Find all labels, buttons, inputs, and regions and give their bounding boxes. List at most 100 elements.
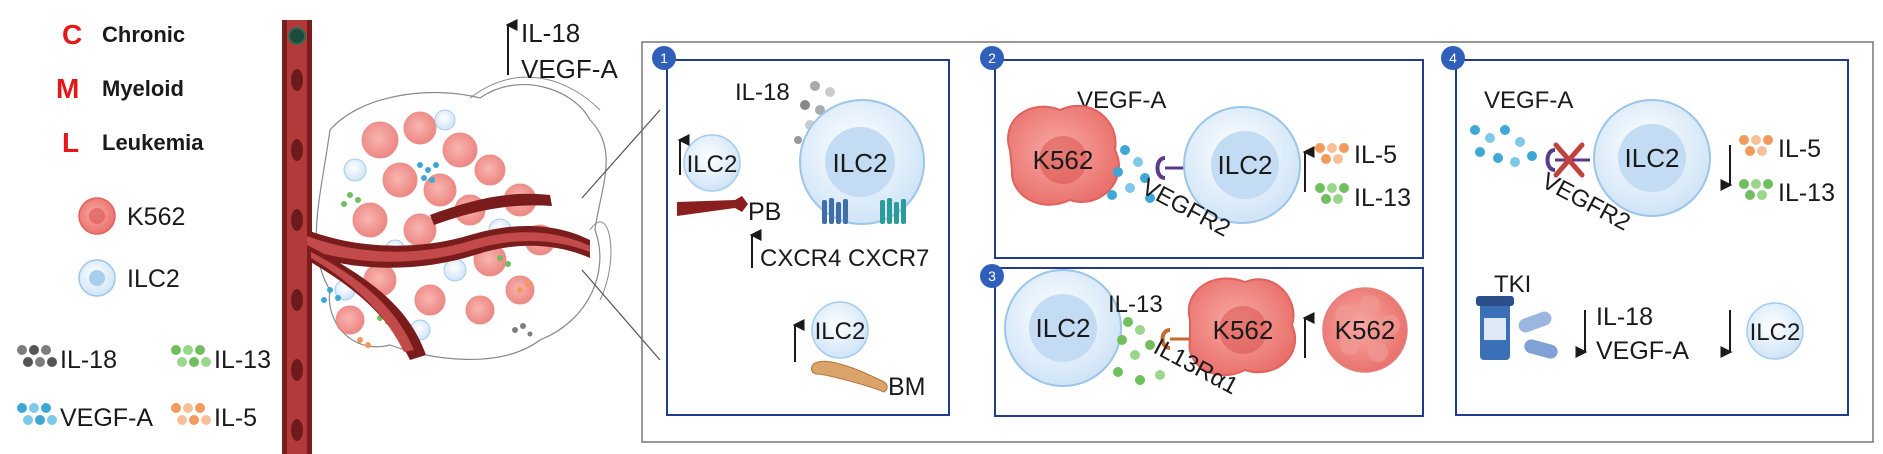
panel-1-ilc2-nucleus [825, 127, 895, 197]
panel-1-pb: PB [748, 198, 781, 226]
legend-il5-label: IL-5 [214, 404, 257, 432]
panel-1-border [666, 59, 950, 416]
panel-4-il5-dots [1739, 135, 1773, 156]
panel-4-number: 4 [1449, 50, 1457, 66]
vessel-branch-small [430, 193, 552, 225]
panel-3-il13: IL-13 [1108, 291, 1163, 318]
panel-2-ilc2: ILC2 [1218, 150, 1273, 180]
panel-4-vegfa: VEGF-A [1484, 87, 1573, 114]
vessel-main-lumen [287, 20, 307, 454]
panel-3-k562-out: K562 [1335, 315, 1396, 345]
panel-3-ilc2-nucleus [1029, 294, 1097, 362]
panel-4-block-x-icon [1553, 142, 1585, 178]
panel-1-ilc2-c: ILC2 [815, 318, 866, 345]
panel-3-k562: K562 [1213, 315, 1274, 345]
panel-4-down-ilc2: ILC2 [1750, 319, 1801, 346]
vegfa-dots-icon [17, 403, 57, 425]
legend-k562-label: K562 [127, 203, 185, 231]
panel-2-k562-nucleus [1039, 136, 1087, 184]
panel-4-pill-bottle-icon [1476, 296, 1514, 360]
panel-2-ilc2-nucleus [1211, 131, 1279, 199]
acronym-word-leukemia: Leukemia [102, 130, 204, 155]
panel-4-tki: TKI [1494, 271, 1531, 298]
panel-2-il13-dots [1315, 183, 1349, 204]
blood-vessel [282, 20, 590, 454]
panel-3-k562-nucleus [1219, 306, 1267, 354]
panel-3-badge [980, 264, 1004, 288]
panel-1: 1 IL-18 ILC2 ILC2 PB CXCR4 CXCR7 ILC2 [652, 46, 950, 416]
tumor-k562-cells [335, 111, 556, 335]
acronym-word-chronic: Chronic [102, 22, 185, 47]
zoom-line-top [581, 109, 661, 199]
panel-3-il13ra1-receptor-icon [1160, 328, 1171, 350]
vessel-rbc [291, 69, 303, 441]
legend-il13-label: IL-13 [214, 346, 271, 374]
panel-4-pills-icon [1518, 311, 1558, 359]
zoom-line-bottom [581, 269, 661, 361]
panel-2-il5-dots [1315, 143, 1349, 164]
panel-1-bm: BM [888, 373, 926, 401]
legend: C Chronic M Myeloid L Leukemia K562 ILC2… [17, 19, 271, 432]
panel-1-ilc2-bm-cell [811, 301, 869, 359]
panel-2-il5: IL-5 [1354, 141, 1397, 169]
panel-2-il13: IL-13 [1354, 184, 1411, 212]
k562-nucleus-icon [89, 208, 105, 224]
panel-2-badge [980, 46, 1004, 70]
panel-4-il5: IL-5 [1778, 135, 1821, 163]
vessel-cross-section [288, 27, 306, 45]
tumor-up-il18: IL-18 [521, 18, 580, 48]
panel-2-k562: K562 [1033, 145, 1094, 175]
panel-1-pb-vessel-icon [677, 196, 748, 216]
panel-4-ilc2-small-cell [1746, 302, 1804, 360]
panel-1-ilc2-small-cell [683, 134, 741, 192]
il13-dots-icon [171, 345, 211, 367]
acronym-letter-l: L [62, 127, 79, 158]
panel-2: 2 VEGF-A K562 ILC2 VEGFR2 IL-5 IL-13 [980, 46, 1424, 259]
acronym-letter-m: M [56, 73, 79, 104]
legend-cytokines: IL-18 IL-13 VEGF-A IL-5 [17, 345, 271, 432]
panel-4: 4 VEGF-A ILC2 VEGFR2 IL-5 IL-13 TKI [1441, 46, 1849, 416]
panel-1-il18: IL-18 [735, 79, 790, 106]
legend-ilc2-label: ILC2 [127, 265, 180, 293]
acronym-word-myeloid: Myeloid [102, 76, 184, 101]
panel-3-il13-dots [1113, 317, 1165, 385]
legend-ilc2: ILC2 [78, 259, 180, 297]
panel-4-badge [1441, 46, 1465, 70]
panel-4-ilc2: ILC2 [1625, 143, 1680, 173]
tumor-up-vegfa: VEGF-A [521, 54, 618, 84]
panel-1-cxcr7-receptor-icon [880, 198, 906, 224]
acronym-letter-c: C [62, 19, 82, 50]
panel-3-ilc2: ILC2 [1036, 313, 1091, 343]
legend-il18-label: IL-18 [60, 346, 117, 374]
panel-4-down-vegfa: VEGF-A [1596, 337, 1689, 365]
panel-4-down-il18: IL-18 [1596, 303, 1653, 331]
panel-4-ilc2-nucleus [1618, 124, 1686, 192]
panel-3: 3 ILC2 IL-13 K562 IL13Rα1 K562 [980, 264, 1424, 417]
panel-2-vegfr2-receptor-icon [1155, 156, 1166, 180]
panel-4-il13-dots [1739, 179, 1773, 200]
panel-1-number: 1 [660, 50, 668, 66]
panel-1-ilc2-b: ILC2 [833, 148, 888, 178]
tumor-boundary-detail [469, 76, 612, 301]
legend-k562: K562 [78, 197, 185, 235]
il18-dots-icon [17, 345, 57, 367]
panel-4-il13: IL-13 [1778, 179, 1835, 207]
panel-2-vegfa-dots [1107, 145, 1155, 203]
panel-4-vegfa-dots [1470, 125, 1537, 167]
ilc2-nucleus-icon [89, 270, 105, 286]
panels-frame [641, 41, 1874, 443]
panel-3-number: 3 [988, 268, 996, 284]
panel-1-receptors: CXCR4 CXCR7 [760, 245, 929, 272]
panel-4-vegfr2-receptor-icon [1545, 148, 1556, 172]
tumor-cytokine-dots [321, 162, 533, 348]
panel-1-cxcr4-receptor-icon [822, 198, 848, 224]
acronym-legend: C Chronic M Myeloid L Leukemia [56, 19, 204, 158]
legend-vegfa-label: VEGF-A [60, 404, 153, 432]
il5-dots-icon [171, 403, 211, 425]
panel-1-badge [652, 46, 676, 70]
panel-1-ilc2-a: ILC2 [687, 151, 738, 178]
tumor-scene: IL-18 VEGF-A [282, 18, 661, 454]
panel-2-number: 2 [988, 50, 996, 66]
panel-1-bone-icon [811, 360, 888, 393]
